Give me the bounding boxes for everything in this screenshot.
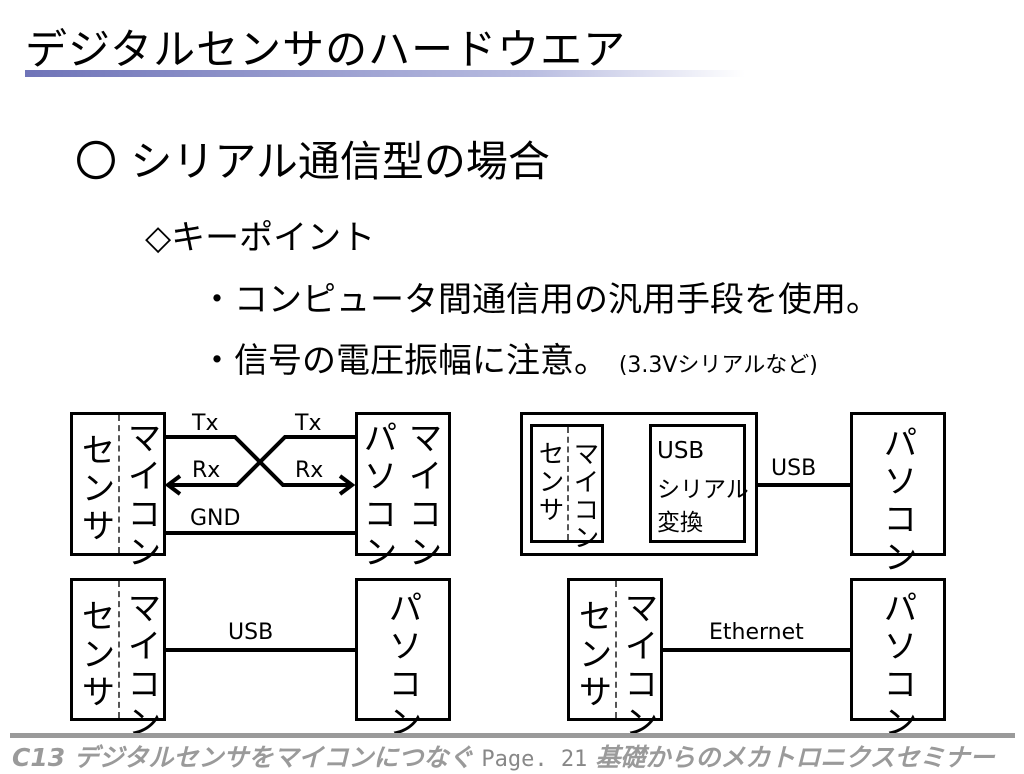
tx-label: Tx [295,411,322,436]
arrow-right [338,474,356,496]
micon-label: マイコン [121,590,161,742]
gnd-label: GND [190,506,241,531]
section-heading: 〇 シリアル通信型の場合 [75,137,550,186]
pc-label: パソコン [357,420,397,572]
divider [615,581,617,718]
usb-label: USB [771,456,817,481]
sensor-label: センサ [75,598,115,712]
conv-label-2: シリアル [657,477,749,503]
key-point-heading: ◇キーポイント [145,218,376,258]
rx-label: Rx [192,458,221,483]
footer-seminar: 基礎からのメカトロニクスセミナー [595,743,995,772]
page-number: Page. 21 [481,747,588,772]
divider [118,581,120,718]
arrow-left [164,474,182,496]
pc-label: パソコン [382,590,422,742]
divider [118,415,120,553]
slide-title: デジタルセンサのハードウエア [25,25,627,74]
usb-serial-converter-box [649,424,746,543]
sensor-label: センサ [572,598,612,712]
pc-box [850,578,946,721]
footer-course: C13 デジタルセンサをマイコンにつなぐ [12,743,474,772]
bullet-2-text: ・信号の電圧振幅に注意。 [200,341,608,381]
micon-label: マイコン [402,420,442,572]
divider [567,427,569,540]
title-underline [25,70,745,77]
usb-label: USB [228,620,274,645]
ethernet-label: Ethernet [709,620,804,645]
micon-label: マイコン [569,440,599,552]
micon-label: マイコン [121,420,161,572]
micon-label: マイコン [618,590,658,742]
pc-label: パソコン [877,425,917,577]
micon-pc-box [355,412,451,556]
conv-label-1: USB [657,438,705,464]
footer-divider [10,733,1015,738]
conv-label-3: 変換 [657,510,703,536]
pc-box [850,412,946,556]
bullet-1: ・コンピュータ間通信用の汎用手段を使用。 [200,280,880,320]
tx-label: Tx [192,411,219,436]
wire-tx-rx-2 [168,435,355,487]
rx-label: Rx [295,458,324,483]
pc-label: パソコン [877,590,917,742]
bullet-2-note: (3.3Vシリアルなど) [618,353,818,378]
sensor-label: センサ [534,440,564,524]
footer: C13 デジタルセンサをマイコンにつなぐ Page. 21 基礎からのメカトロニクス… [12,738,995,774]
bullet-2: ・信号の電圧振幅に注意。 (3.3Vシリアルなど) [200,333,818,382]
pc-box [355,578,451,721]
sensor-label: センサ [75,432,115,546]
